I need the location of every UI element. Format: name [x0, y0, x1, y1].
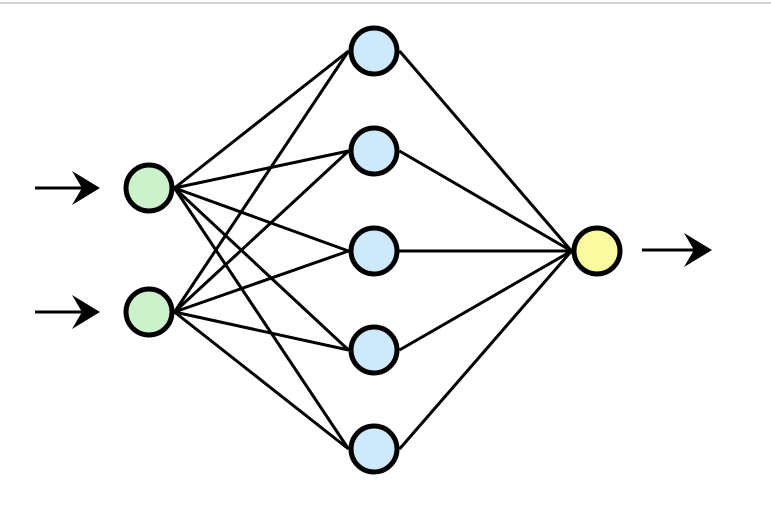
hidden-layer-node-2	[348, 125, 400, 177]
edge-hidden-layer-1-to-output-layer-0	[398, 149, 573, 253]
edge-input-layer-0-to-hidden-layer-4	[173, 187, 350, 450]
edge-input-layer-1-to-hidden-layer-2	[174, 249, 349, 314]
edge-input-layer-0-to-hidden-layer-0	[173, 49, 350, 190]
edge-hidden-layer-0-to-output-layer-0	[398, 50, 573, 252]
edge-input-layer-1-to-hidden-layer-1	[173, 149, 350, 314]
input-layer-node-2	[123, 286, 175, 338]
hidden-layer-node-3	[348, 225, 400, 277]
edge-hidden-layer-4-to-output-layer-0	[398, 250, 573, 450]
edge-input-layer-1-to-hidden-layer-3	[174, 310, 349, 352]
top-border-line	[0, 2, 771, 4]
input-arrow-0-head-icon	[72, 171, 100, 205]
output-arrow-2-head-icon	[684, 233, 712, 267]
edge-input-layer-0-to-hidden-layer-1	[174, 149, 349, 190]
input-layer-node-1	[123, 162, 175, 214]
output-layer-node-1	[571, 225, 623, 277]
input-arrow-1-head-icon	[72, 295, 100, 329]
hidden-layer-node-1	[348, 25, 400, 77]
edge-input-layer-1-to-hidden-layer-4	[173, 310, 350, 451]
edge-input-layer-0-to-hidden-layer-3	[173, 186, 350, 352]
edge-input-layer-0-to-hidden-layer-2	[173, 186, 350, 253]
edge-hidden-layer-3-to-output-layer-0	[398, 249, 573, 352]
edge-input-layer-1-to-hidden-layer-0	[173, 50, 350, 313]
hidden-layer-node-5	[348, 423, 400, 475]
hidden-layer-node-4	[348, 324, 400, 376]
